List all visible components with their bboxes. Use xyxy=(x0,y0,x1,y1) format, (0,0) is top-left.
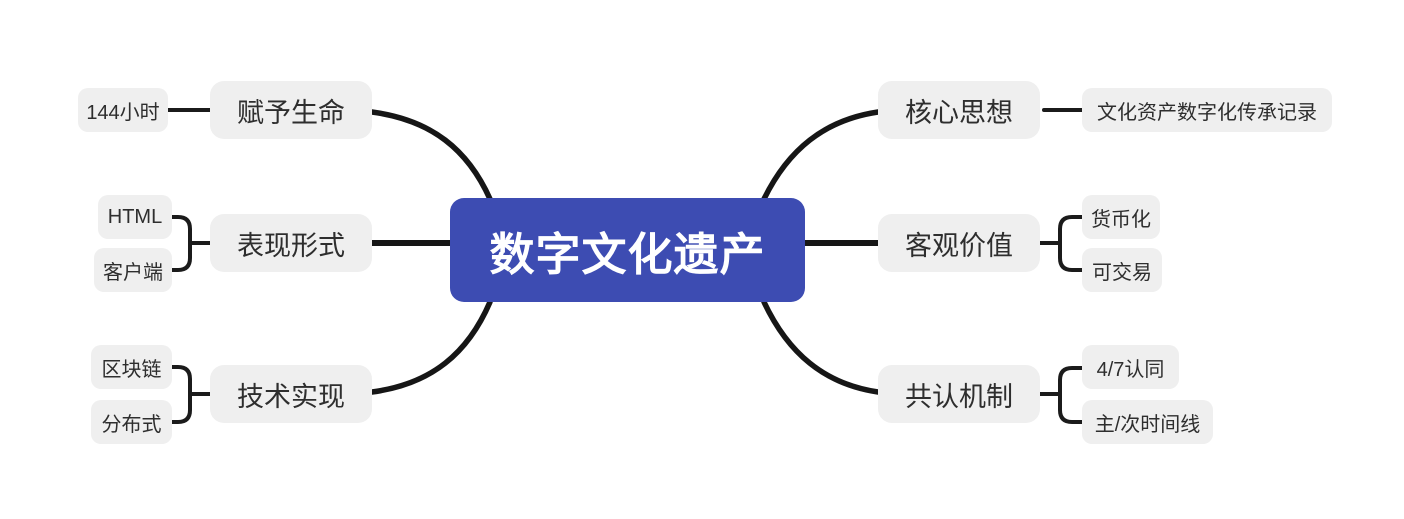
topic-objective-value[interactable]: 客观价值 xyxy=(878,214,1040,272)
connector-technical-implementation-bracket xyxy=(170,365,212,424)
topic-core-idea[interactable]: 核心思想 xyxy=(878,81,1040,139)
connector-objective-value-bracket xyxy=(1038,215,1084,272)
topic-technical-implementation[interactable]: 技术实现 xyxy=(210,365,372,423)
topic-give-life[interactable]: 赋予生命 xyxy=(210,81,372,139)
connector-presentation-form-bracket xyxy=(170,215,212,272)
root-topic[interactable]: 数字文化遗产 xyxy=(450,198,805,302)
connector-root-to-technical-implementation xyxy=(369,299,493,395)
connector-root-to-core-idea xyxy=(761,109,881,202)
connector-consensus-mechanism-bracket xyxy=(1038,366,1084,424)
topic-consensus-mechanism[interactable]: 共认机制 xyxy=(878,365,1040,423)
subtopic-monetization[interactable]: 货币化 xyxy=(1082,195,1160,239)
connector-root-to-give-life xyxy=(369,109,493,202)
subtopic-144-hours[interactable]: 144小时 xyxy=(78,88,168,132)
subtopic-blockchain[interactable]: 区块链 xyxy=(91,345,172,389)
subtopic-cultural-asset-digital-record[interactable]: 文化资产数字化传承记录 xyxy=(1082,88,1332,132)
subtopic-tradable[interactable]: 可交易 xyxy=(1082,248,1162,292)
subtopic-html[interactable]: HTML xyxy=(98,195,172,239)
topic-presentation-form[interactable]: 表现形式 xyxy=(210,214,372,272)
connector-root-to-consensus-mechanism xyxy=(761,299,881,395)
subtopic-4-7-approval[interactable]: 4/7认同 xyxy=(1082,345,1179,389)
subtopic-distributed[interactable]: 分布式 xyxy=(91,400,172,444)
subtopic-main-secondary-timeline[interactable]: 主/次时间线 xyxy=(1082,400,1213,444)
subtopic-client[interactable]: 客户端 xyxy=(94,248,172,292)
